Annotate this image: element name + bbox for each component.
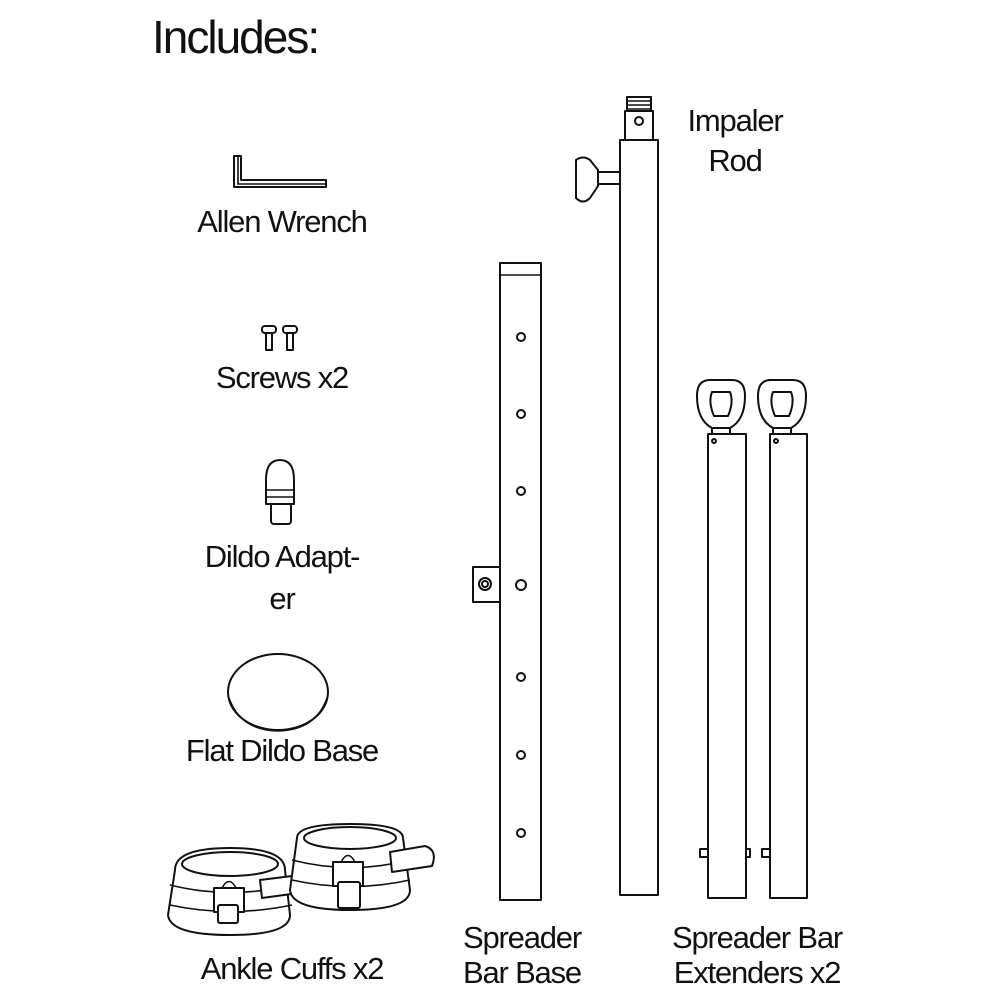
impaler-rod-illustration <box>575 96 659 896</box>
dildo-adapter-illustration <box>265 459 295 525</box>
screws-label: Screws x2 <box>216 360 348 395</box>
dildo-adapter-label-line2: er <box>269 581 295 616</box>
dildo-adapter-label-line1: Dildo Adapt- <box>205 539 359 574</box>
extenders-label-line2: Extenders x2 <box>674 955 841 990</box>
flat-dildo-base-illustration <box>227 653 329 732</box>
allen-wrench-label: Allen Wrench <box>197 204 366 239</box>
allen-wrench-illustration <box>233 155 327 188</box>
spreader-bar-base-label-line2: Bar Base <box>463 955 581 990</box>
spreader-bar-base-label-line1: Spreader <box>463 920 582 955</box>
screws-illustration <box>261 325 298 351</box>
ankle-cuffs-label: Ankle Cuffs x2 <box>201 951 384 986</box>
impaler-rod-label-line1: Impaler <box>688 103 784 138</box>
includes-title: Includes: <box>152 11 318 63</box>
impaler-rod-label-line2: Rod <box>708 143 761 178</box>
flat-dildo-base-label: Flat Dildo Base <box>186 733 378 768</box>
ankle-cuffs-illustration <box>167 823 435 936</box>
spreader-bar-base-illustration <box>472 262 542 901</box>
extenders-label-line1: Spreader Bar <box>672 920 843 955</box>
spreader-bar-extenders-illustration <box>696 379 808 899</box>
